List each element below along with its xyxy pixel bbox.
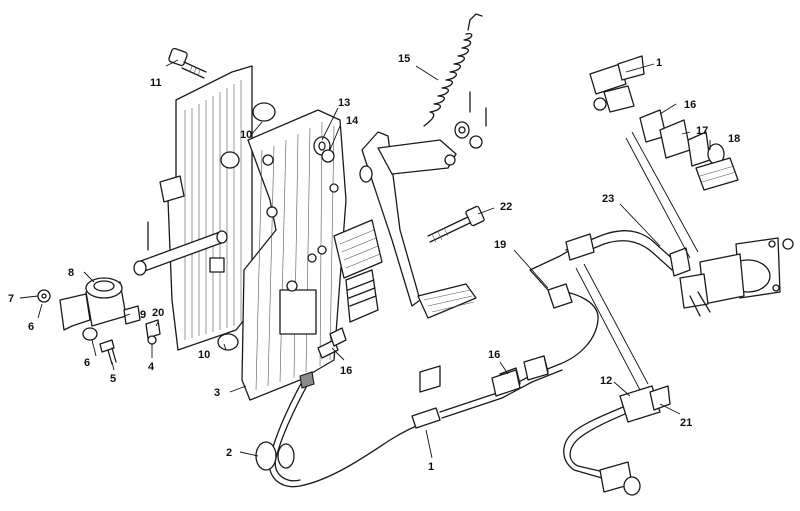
callout-16-top: 16	[684, 99, 696, 111]
callout-17: 17	[696, 125, 708, 137]
bolt-5-6	[82, 327, 117, 365]
bolt-11	[168, 47, 207, 79]
front-bracket-plate-3	[241, 109, 347, 401]
callout-12: 12	[600, 375, 612, 387]
coupler-16-bottom	[491, 355, 549, 397]
clevis-pins	[454, 91, 487, 149]
washer-13-14	[313, 136, 335, 163]
callout-1-bottom: 1	[428, 461, 434, 473]
callout-7: 7	[8, 293, 14, 305]
pipe-12-21	[563, 385, 671, 496]
callout-6-top: 6	[28, 321, 34, 333]
fitting-16-mid	[317, 327, 347, 359]
callout-2: 2	[226, 447, 232, 459]
callout-9: 9	[140, 309, 146, 321]
leader-lines	[19, 59, 711, 459]
slave-cylinder	[679, 237, 794, 317]
callout-5: 5	[110, 373, 116, 385]
callout-21: 21	[680, 417, 692, 429]
callout-11: 11	[150, 77, 162, 89]
callout-22: 22	[500, 201, 512, 213]
pipe-19	[439, 249, 599, 419]
bolt-22	[427, 205, 485, 243]
callout-15: 15	[398, 53, 410, 65]
pipe-clip-1	[411, 365, 441, 429]
mounting-bracket-plate	[159, 65, 253, 351]
callout-13: 13	[338, 97, 350, 109]
callout-14: 14	[346, 115, 359, 127]
fitting-4-20	[145, 319, 161, 345]
callout-18: 18	[728, 133, 740, 145]
callout-10-top: 10	[240, 129, 252, 141]
reservoir-assembly-8	[37, 277, 141, 331]
assembly-guide-lines	[575, 131, 699, 391]
return-spring-15	[423, 13, 483, 127]
callout-19: 19	[494, 239, 506, 251]
callout-23: 23	[602, 193, 614, 205]
callout-labels: 11 15 1 16 17 18 13 14 10 22 23 19 8 7 6…	[8, 53, 740, 473]
pivot-shaft	[133, 221, 228, 276]
pipe-23	[565, 230, 691, 277]
hose-end-fitting-top	[589, 55, 739, 191]
callout-3: 3	[214, 387, 220, 399]
callout-4: 4	[148, 361, 155, 373]
master-cylinder-center	[333, 219, 383, 323]
bushing-10-bottom	[217, 333, 239, 351]
lower-hose-pipe	[255, 371, 431, 488]
bushing-10-top	[220, 102, 276, 169]
callout-20: 20	[152, 307, 164, 319]
callout-16-mid: 16	[340, 365, 352, 377]
callout-16-bottom: 16	[488, 349, 500, 361]
clutch-pedal	[359, 131, 477, 319]
callout-10-bottom: 10	[198, 349, 210, 361]
callout-6-bottom: 6	[84, 357, 90, 369]
callout-1-top: 1	[656, 57, 662, 69]
callout-8: 8	[68, 267, 74, 279]
